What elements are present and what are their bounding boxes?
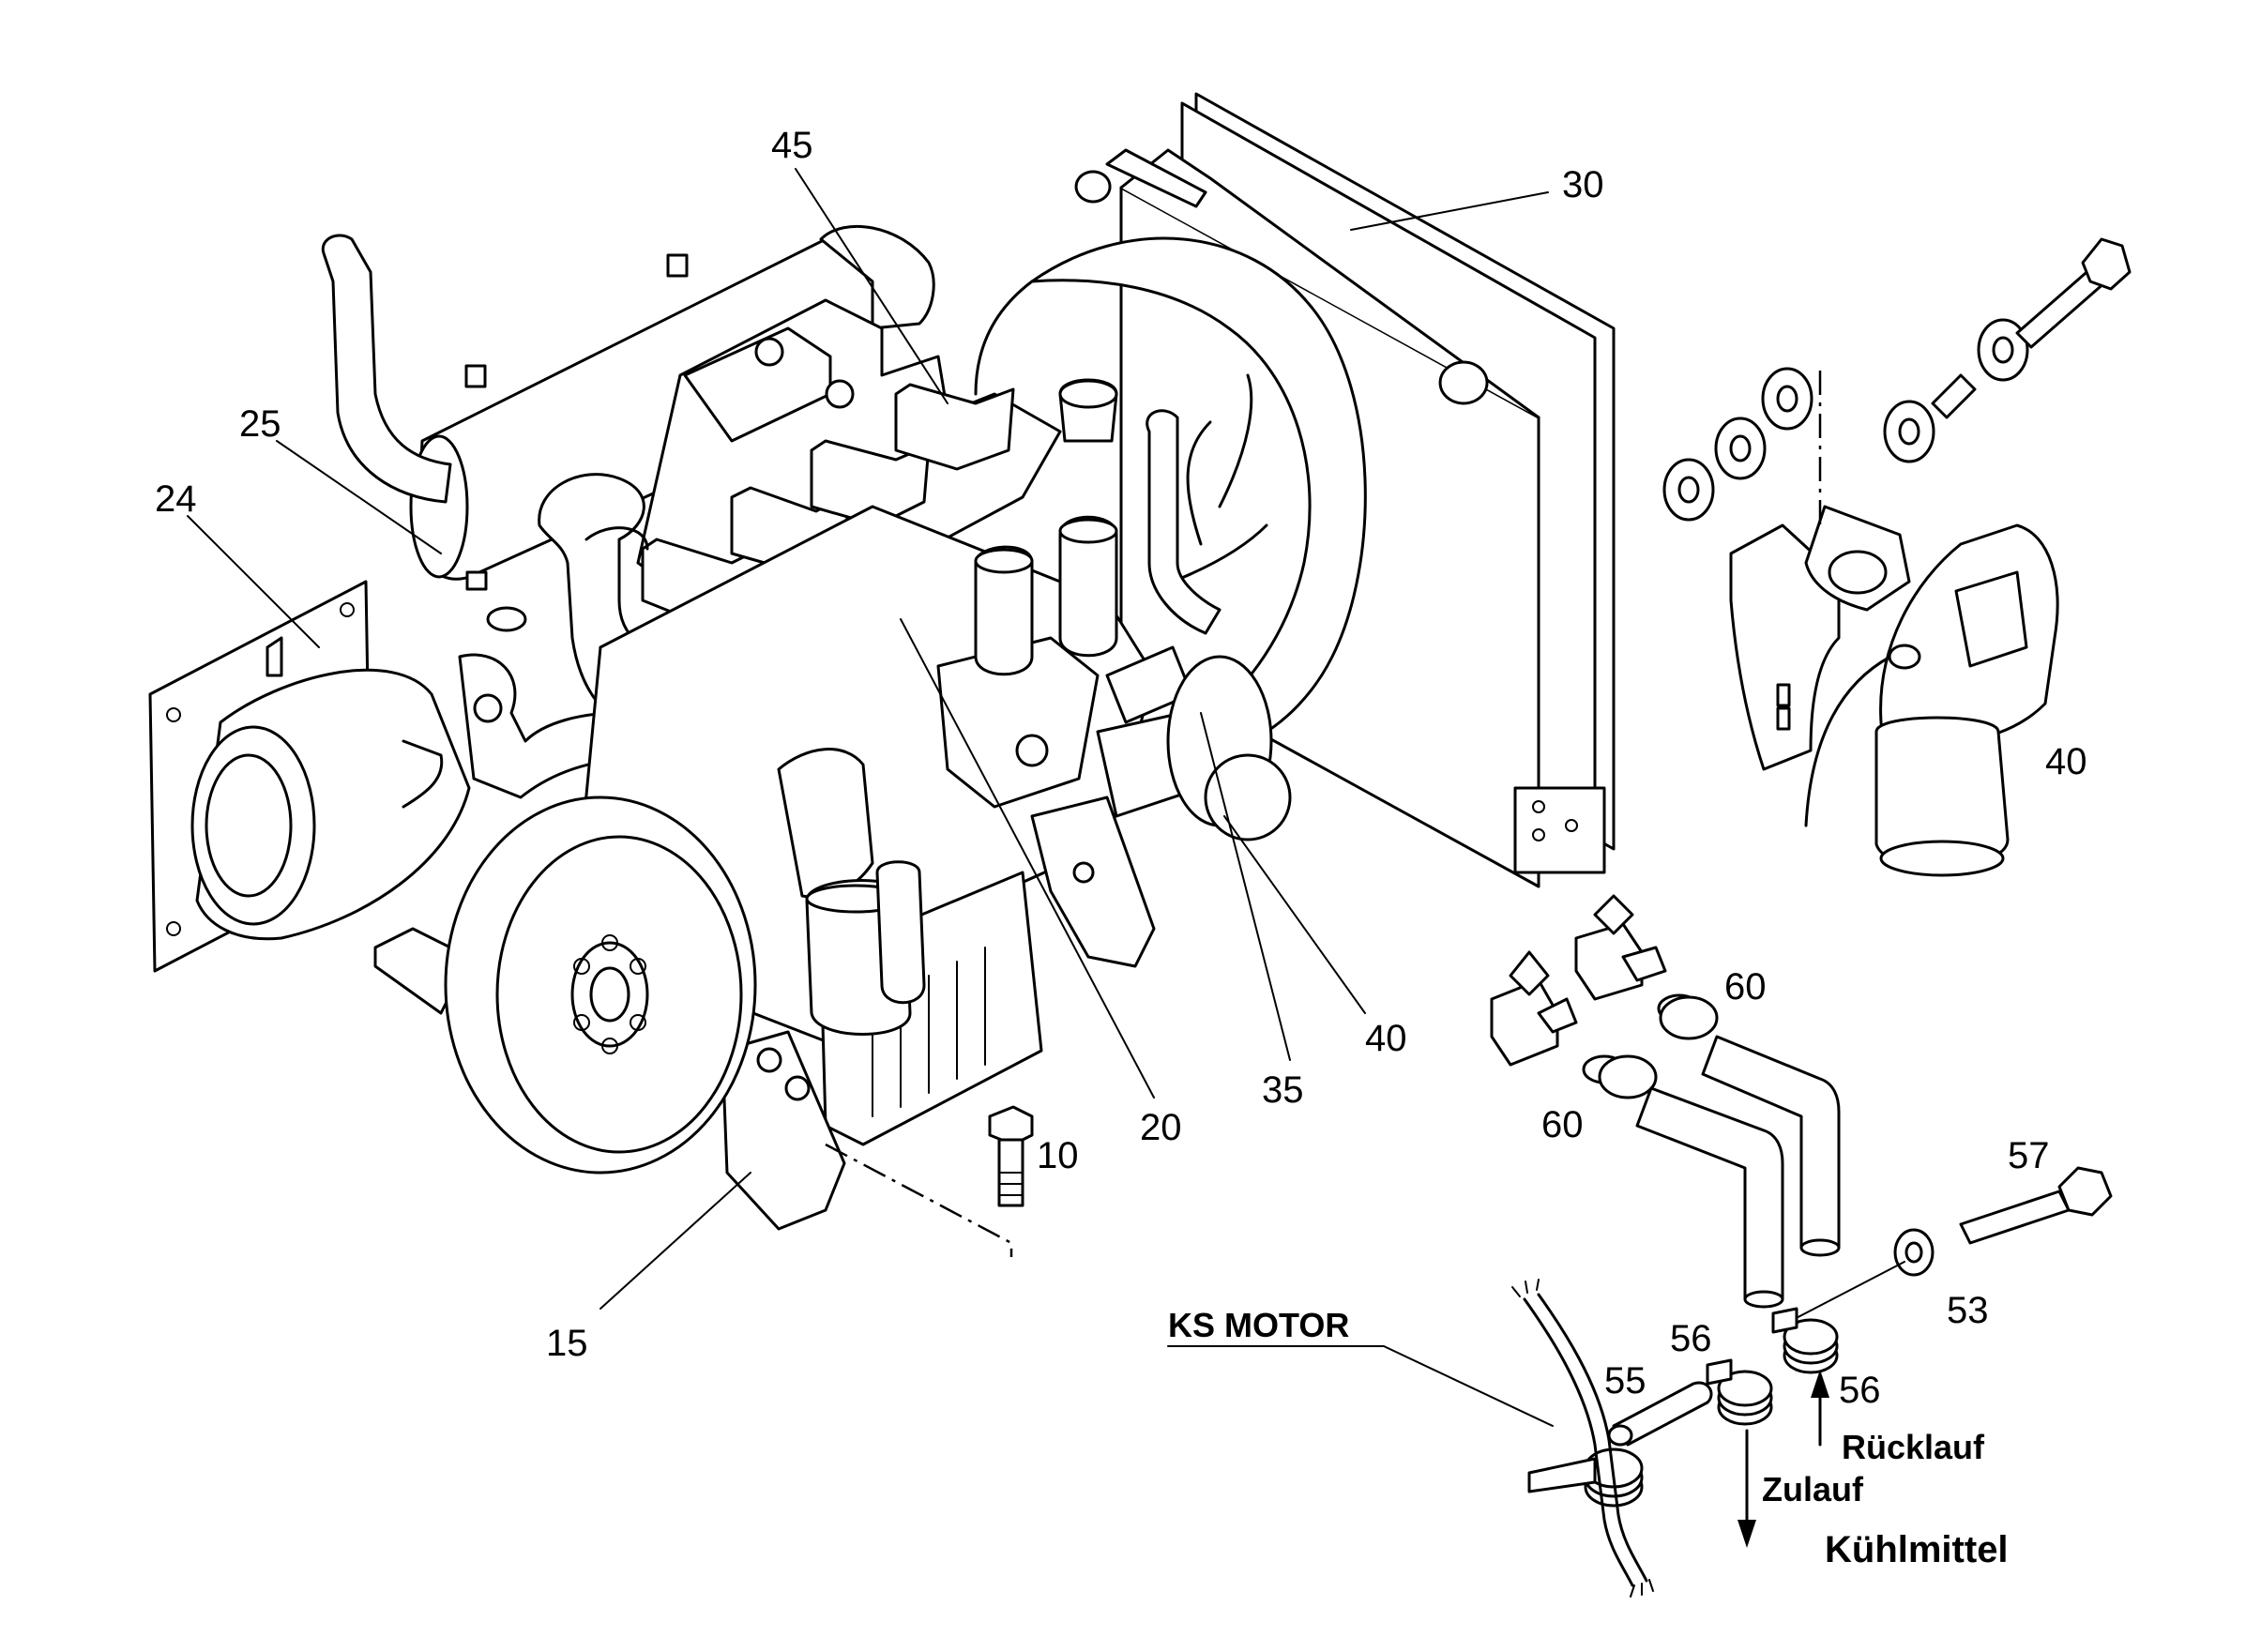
callout-60-top: 60 [1724, 966, 1767, 1008]
callout-53: 53 [1947, 1290, 1989, 1331]
callout-56-left: 56 [1670, 1318, 1712, 1359]
callout-35: 35 [1262, 1069, 1304, 1111]
leader-lines [187, 168, 1554, 1427]
label-ks-motor: KS MOTOR [1168, 1306, 1349, 1344]
washer-53-line [1786, 1261, 1905, 1324]
callout-55: 55 [1604, 1360, 1646, 1402]
callout-40-sensor: 40 [2045, 741, 2087, 782]
bolt-57 [1893, 1166, 2113, 1277]
callout-60-bottom: 60 [1541, 1104, 1584, 1145]
callout-56-right: 56 [1839, 1370, 1881, 1411]
sensor-assembly [1662, 237, 2132, 877]
bolt-10 [988, 1105, 1034, 1207]
air-filter [148, 580, 630, 973]
label-ruecklauf: Rücklauf [1842, 1428, 1985, 1466]
callout-57: 57 [2008, 1135, 2050, 1176]
labels: KS MOTOR Zulauf Rücklauf Kühlmittel [1167, 1306, 2009, 1570]
flywheel [444, 796, 757, 1175]
label-zulauf: Zulauf [1762, 1470, 1864, 1508]
callout-20: 20 [1140, 1107, 1182, 1148]
callout-24: 24 [155, 478, 197, 520]
callout-15: 15 [546, 1323, 588, 1364]
hose-connectors [1511, 1279, 1839, 1598]
callout-40-engine: 40 [1365, 1018, 1407, 1059]
callout-30: 30 [1562, 164, 1604, 205]
callout-numbers: 45 30 25 24 40 40 35 20 10 15 60 60 57 5… [155, 125, 2087, 1411]
exhaust-muffler [321, 224, 935, 632]
coolant-taps-hoses [1490, 894, 1841, 1309]
callout-45: 45 [771, 125, 813, 166]
callout-25: 25 [239, 403, 281, 445]
callout-10: 10 [1037, 1135, 1079, 1176]
bolt-10-dash [825, 1143, 1013, 1257]
label-kuehlmittel: Kühlmittel [1825, 1529, 2009, 1570]
